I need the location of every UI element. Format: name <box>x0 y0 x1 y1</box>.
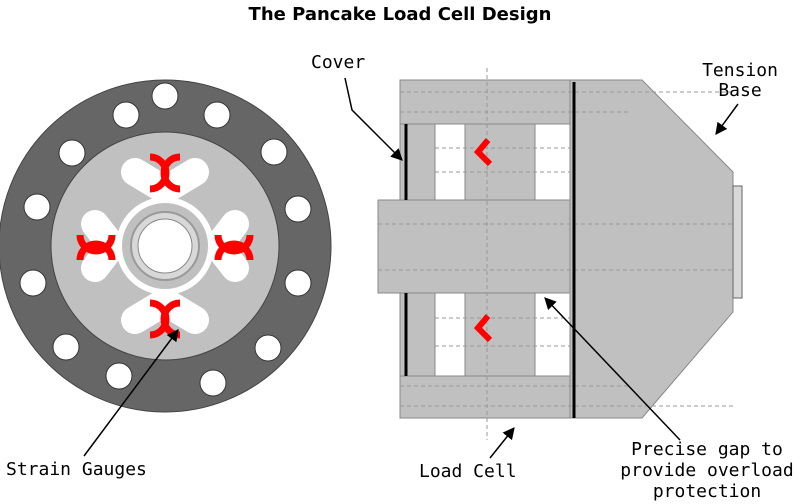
bolt-hole <box>284 269 312 297</box>
cover-label: Cover <box>311 52 366 73</box>
center-bore <box>137 218 193 274</box>
gap-label-line1: Precise gap to <box>631 439 783 460</box>
bolt-holes <box>19 82 312 397</box>
strain-gauge <box>76 240 116 261</box>
tension-base-label-line2: Base <box>718 80 762 101</box>
load-cell-label: Load Cell <box>419 461 517 482</box>
gap-label-line3: protection <box>652 481 762 502</box>
spokes <box>81 158 249 334</box>
strain-gauges-arrow <box>83 329 179 457</box>
strain-gauge <box>76 234 116 255</box>
cover-arrow <box>344 77 403 161</box>
bolt-hole <box>284 195 312 223</box>
load-cell-arrow <box>489 427 515 459</box>
load-cell-bottom-rim <box>399 375 571 419</box>
load-cell-cut-top <box>534 123 571 201</box>
tension-base <box>569 79 734 419</box>
leader-arrows <box>83 77 739 459</box>
hidden-lines <box>378 68 735 440</box>
bolt-hole <box>203 101 231 129</box>
tension-base-label-line1: Tension <box>702 60 778 81</box>
side-view <box>377 68 743 440</box>
strain-gauge <box>473 314 493 343</box>
bolt-hole <box>23 193 51 221</box>
tension-base-arrow <box>715 103 739 135</box>
gap-label-line2: provide overload <box>620 460 794 481</box>
load-cell-cut-left-bottom <box>434 292 466 377</box>
load-cell-top-rim <box>399 79 571 125</box>
top-view <box>0 79 332 413</box>
strain-gauges-label: Strain Gauges <box>6 459 147 480</box>
bolt-hole <box>254 334 282 362</box>
bolt-hole <box>151 82 179 110</box>
strain-gauge <box>473 138 493 167</box>
tension-base-stub <box>732 185 743 299</box>
diagram-title: The Pancake Load Cell Design <box>248 4 552 25</box>
gap-arrow <box>544 297 681 441</box>
bolt-hole <box>52 333 80 361</box>
load-cell-hub <box>377 199 571 294</box>
bolt-hole <box>199 369 227 397</box>
bolt-hole <box>105 362 133 390</box>
bolt-hole <box>260 138 288 166</box>
bolt-hole <box>58 139 86 167</box>
strain-gauge <box>160 153 181 193</box>
strain-gauge <box>214 240 254 261</box>
strain-gauge <box>214 234 254 255</box>
bolt-hole <box>19 269 47 297</box>
side-strain-gauges <box>473 138 493 343</box>
bolt-hole <box>112 101 140 129</box>
load-cell-cut-left-top <box>434 123 466 201</box>
